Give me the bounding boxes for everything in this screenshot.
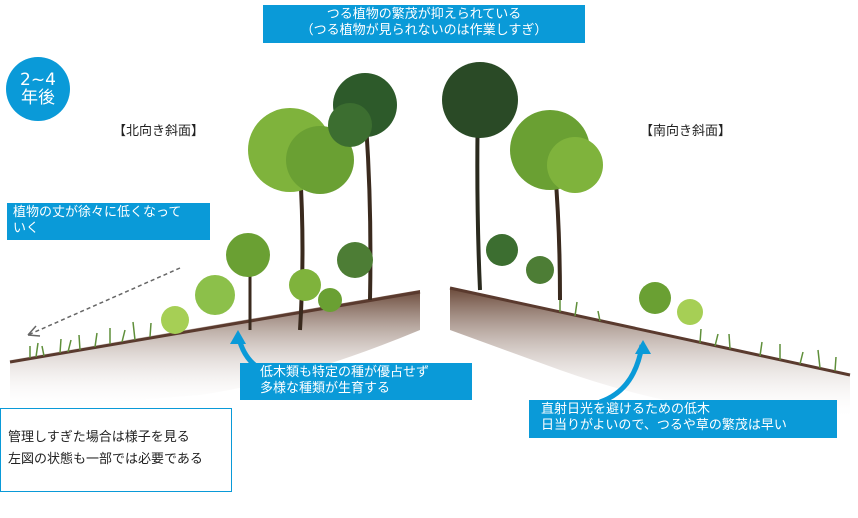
sun-callout-arrow [599,340,651,405]
north-trees [161,73,397,334]
shrub-note: 低木類も特定の種が優占せず 多様な種類が生育する [240,363,472,400]
sun-note-line1: 直射日光を避けるための低木 [541,402,711,417]
south-grass [559,300,837,372]
top-banner-line2: （つる植物が見られないのは作業しすぎ） [300,23,548,38]
height-note-line2: いく [13,221,40,236]
north-slope-label: 【北向き斜面】 [113,124,205,139]
sun-note: 直射日光を避けるための低木 日当りがよいので、つるや草の繁茂は早い [529,400,837,438]
top-banner: つる植物の繁茂が抑えられている （つる植物が見られないのは作業しすぎ） [263,5,585,43]
year-badge-line2: 年後 [21,88,55,108]
top-banner-line1: つる植物の繁茂が抑えられている [326,7,522,22]
sun-note-line2: 日当りがよいので、つるや草の繁茂は早い [541,418,787,433]
manage-note-line2: 左図の状態も一部では必要である [8,452,203,467]
south-trees [442,62,703,325]
manage-note-line1: 管理しすぎた場合は様子を見る [8,430,190,445]
height-note: 植物の丈が徐々に低くなって いく [7,203,210,240]
shrub-note-line2: 多様な種類が生育する [260,381,391,396]
north-grass [29,321,152,358]
manage-note: 管理しすぎた場合は様子を見る 左図の状態も一部では必要である [0,408,232,492]
north-slope-ground [9,290,421,410]
year-badge: 2~4 年後 [6,57,70,121]
south-slope-label: 【南向き斜面】 [640,124,732,139]
height-decline-arrow [27,267,181,337]
shrub-note-line1: 低木類も特定の種が優占せず [260,365,430,380]
height-note-line1: 植物の丈が徐々に低くなって [13,205,182,220]
year-badge-line1: 2~4 [20,70,56,90]
